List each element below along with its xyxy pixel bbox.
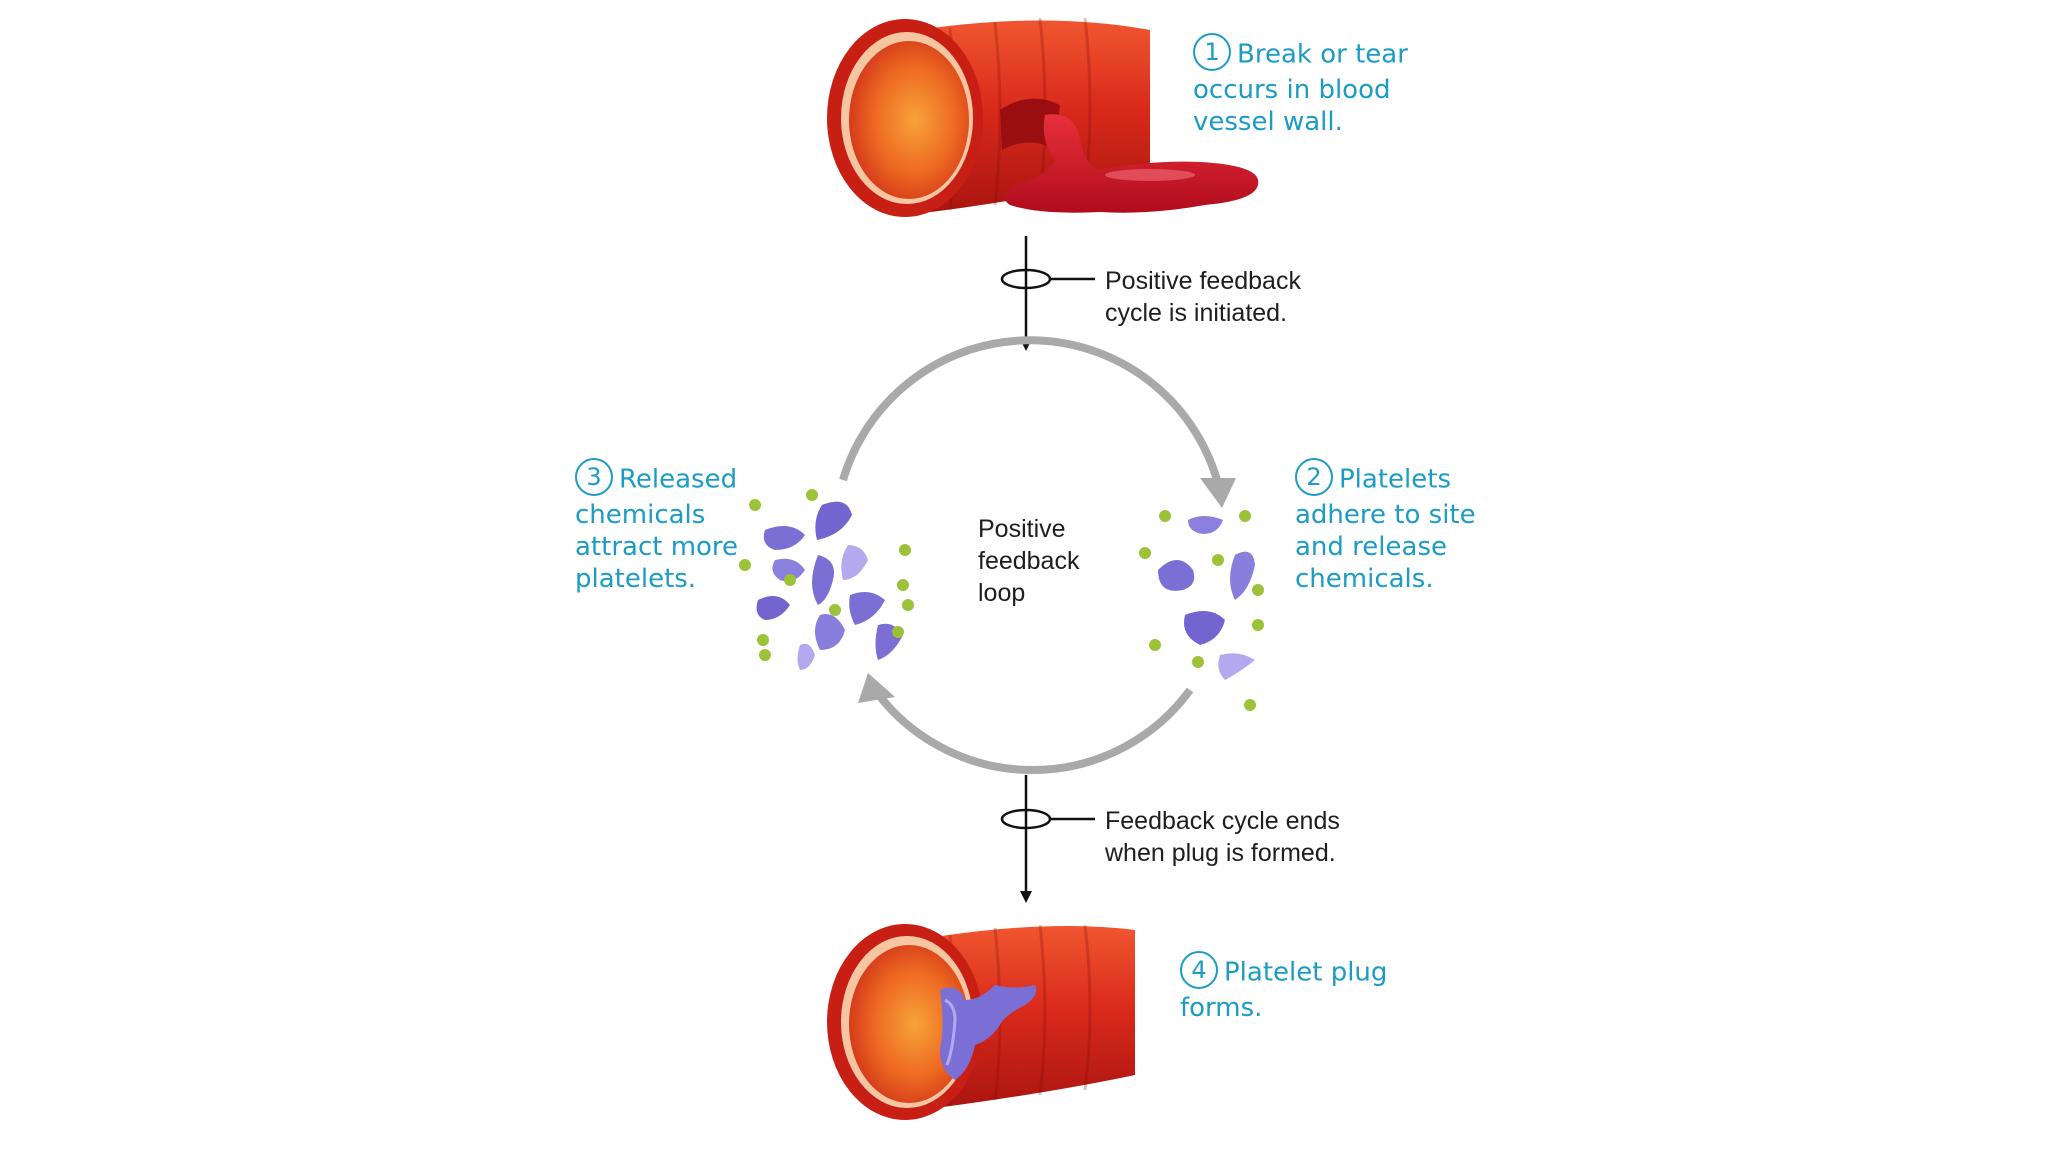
feedback-loop-label: Positive feedback loop bbox=[978, 515, 1080, 607]
cycle-arrowhead-left bbox=[858, 673, 895, 703]
cycle-arrowhead-right bbox=[1200, 478, 1236, 508]
platelet-plug bbox=[940, 985, 1037, 1080]
cycle-initiated-note: Positive feedback cycle is initiated. bbox=[1105, 267, 1301, 327]
feedback-cycle-arrows bbox=[839, 336, 1221, 775]
step-3-number: 3 bbox=[575, 458, 613, 496]
torn-blood-vessel bbox=[827, 17, 1150, 217]
cycle-ends-note: Feedback cycle ends when plug is formed. bbox=[1105, 807, 1340, 867]
step-2-number: 2 bbox=[1295, 458, 1333, 496]
initiation-arrow bbox=[1000, 236, 1095, 351]
platelets-attracted bbox=[739, 489, 914, 670]
step-1-number: 1 bbox=[1193, 33, 1231, 71]
blood-pool bbox=[1003, 114, 1259, 213]
platelets-adhering bbox=[1139, 510, 1264, 711]
termination-arrow bbox=[1000, 775, 1095, 903]
step-4-number: 4 bbox=[1180, 951, 1218, 989]
